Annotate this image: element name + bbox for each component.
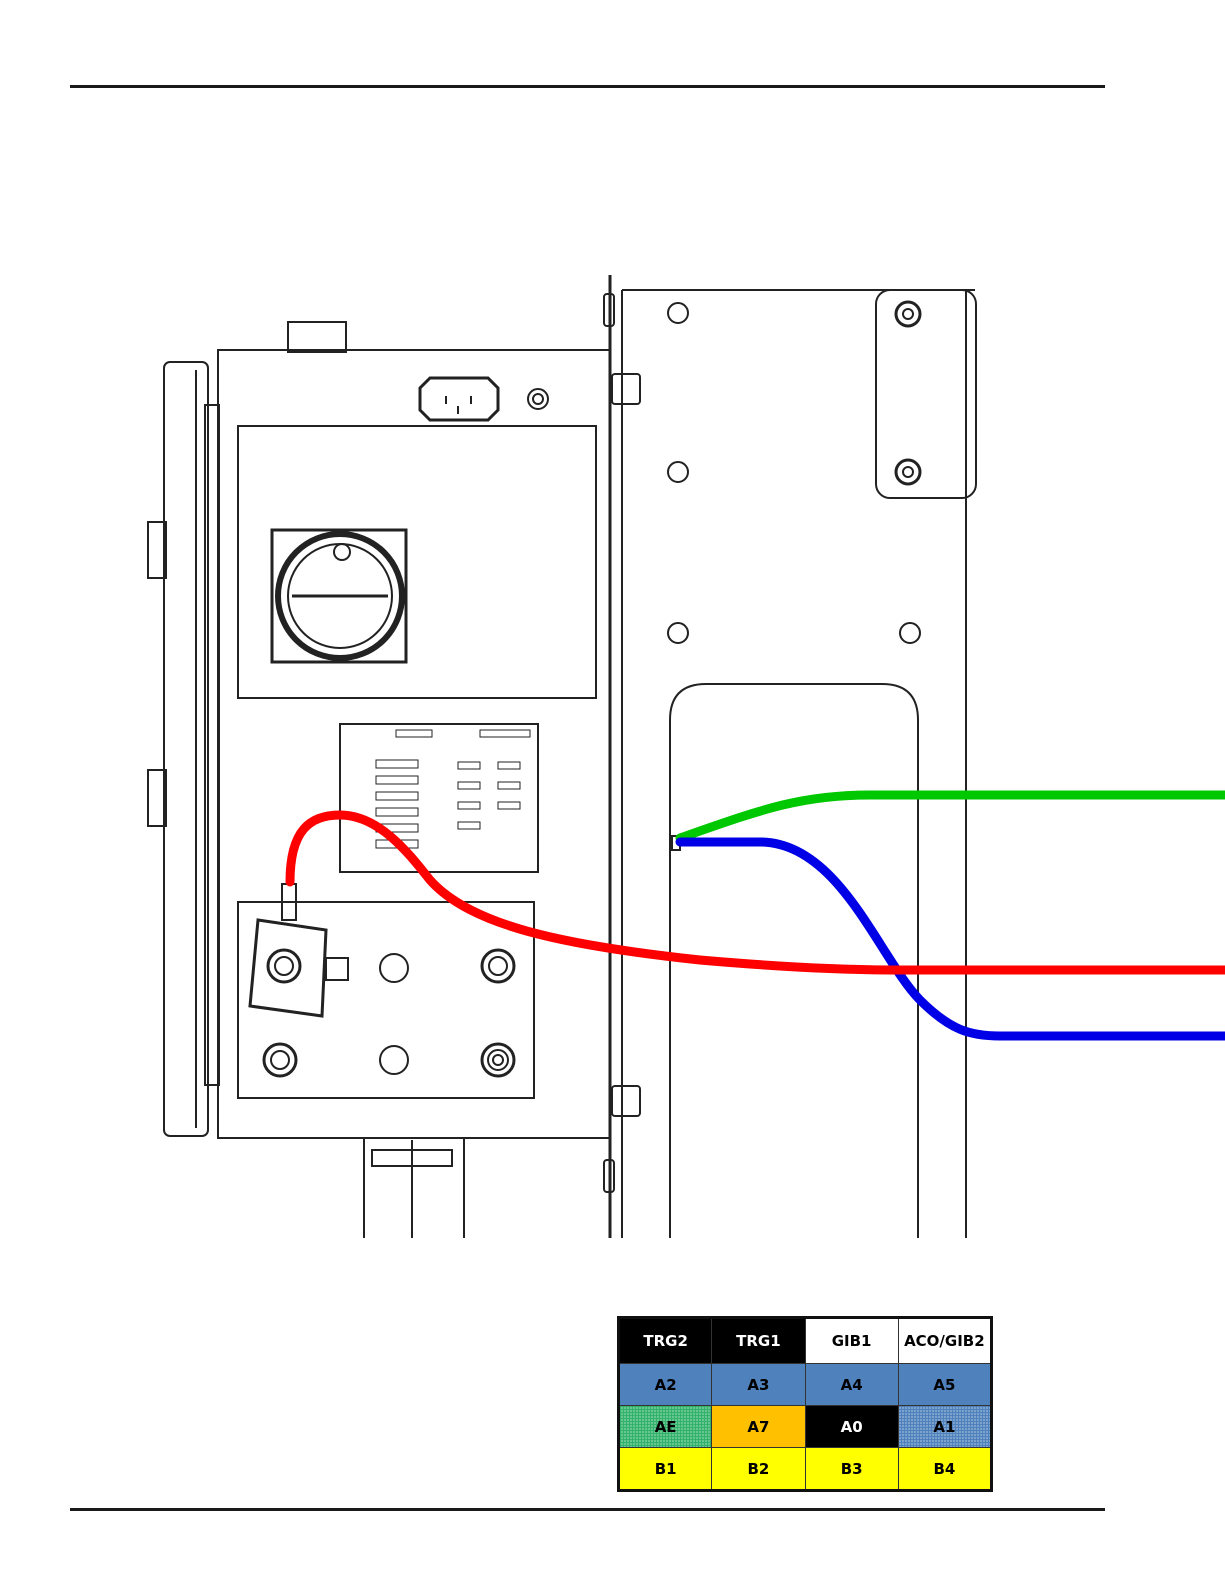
legend-cell: A4: [805, 1364, 898, 1406]
enclosure-door-edge: [148, 362, 219, 1136]
top-gland: [288, 322, 346, 352]
legend-cell: TRG1: [712, 1318, 805, 1364]
disconnect-switch-icon: [272, 530, 406, 662]
legend-cell: AE: [619, 1406, 712, 1448]
mounting-frame: [604, 275, 976, 1238]
sensor-block-icon: [250, 884, 348, 1016]
mount-bracket: [364, 1138, 464, 1238]
enclosure-body: [218, 350, 610, 1138]
cable-gland-icon: [264, 1044, 296, 1076]
cable-blue: [680, 842, 1225, 1036]
legend-cell: B2: [712, 1448, 805, 1491]
legend-cell: A2: [619, 1364, 712, 1406]
cable-gland-icon: [482, 950, 514, 982]
legend-cell: B3: [805, 1448, 898, 1491]
legend-cell: GIB1: [805, 1318, 898, 1364]
cable-green: [680, 795, 1225, 838]
knockout-hole: [380, 954, 408, 982]
power-inlet-icon: [420, 378, 548, 420]
legend-cell: A7: [712, 1406, 805, 1448]
connector-icon: [482, 1044, 514, 1076]
legend-cell: B4: [898, 1448, 991, 1491]
legend-cell: B1: [619, 1448, 712, 1491]
legend-cell: A0: [805, 1406, 898, 1448]
legend-cell: ACO/GIB2: [898, 1318, 991, 1364]
knockout-hole: [380, 1046, 408, 1074]
legend-cell: A3: [712, 1364, 805, 1406]
legend-cell: A1: [898, 1406, 991, 1448]
legend-cell: A5: [898, 1364, 991, 1406]
legend-cell: TRG2: [619, 1318, 712, 1364]
nameplate: [340, 724, 538, 872]
